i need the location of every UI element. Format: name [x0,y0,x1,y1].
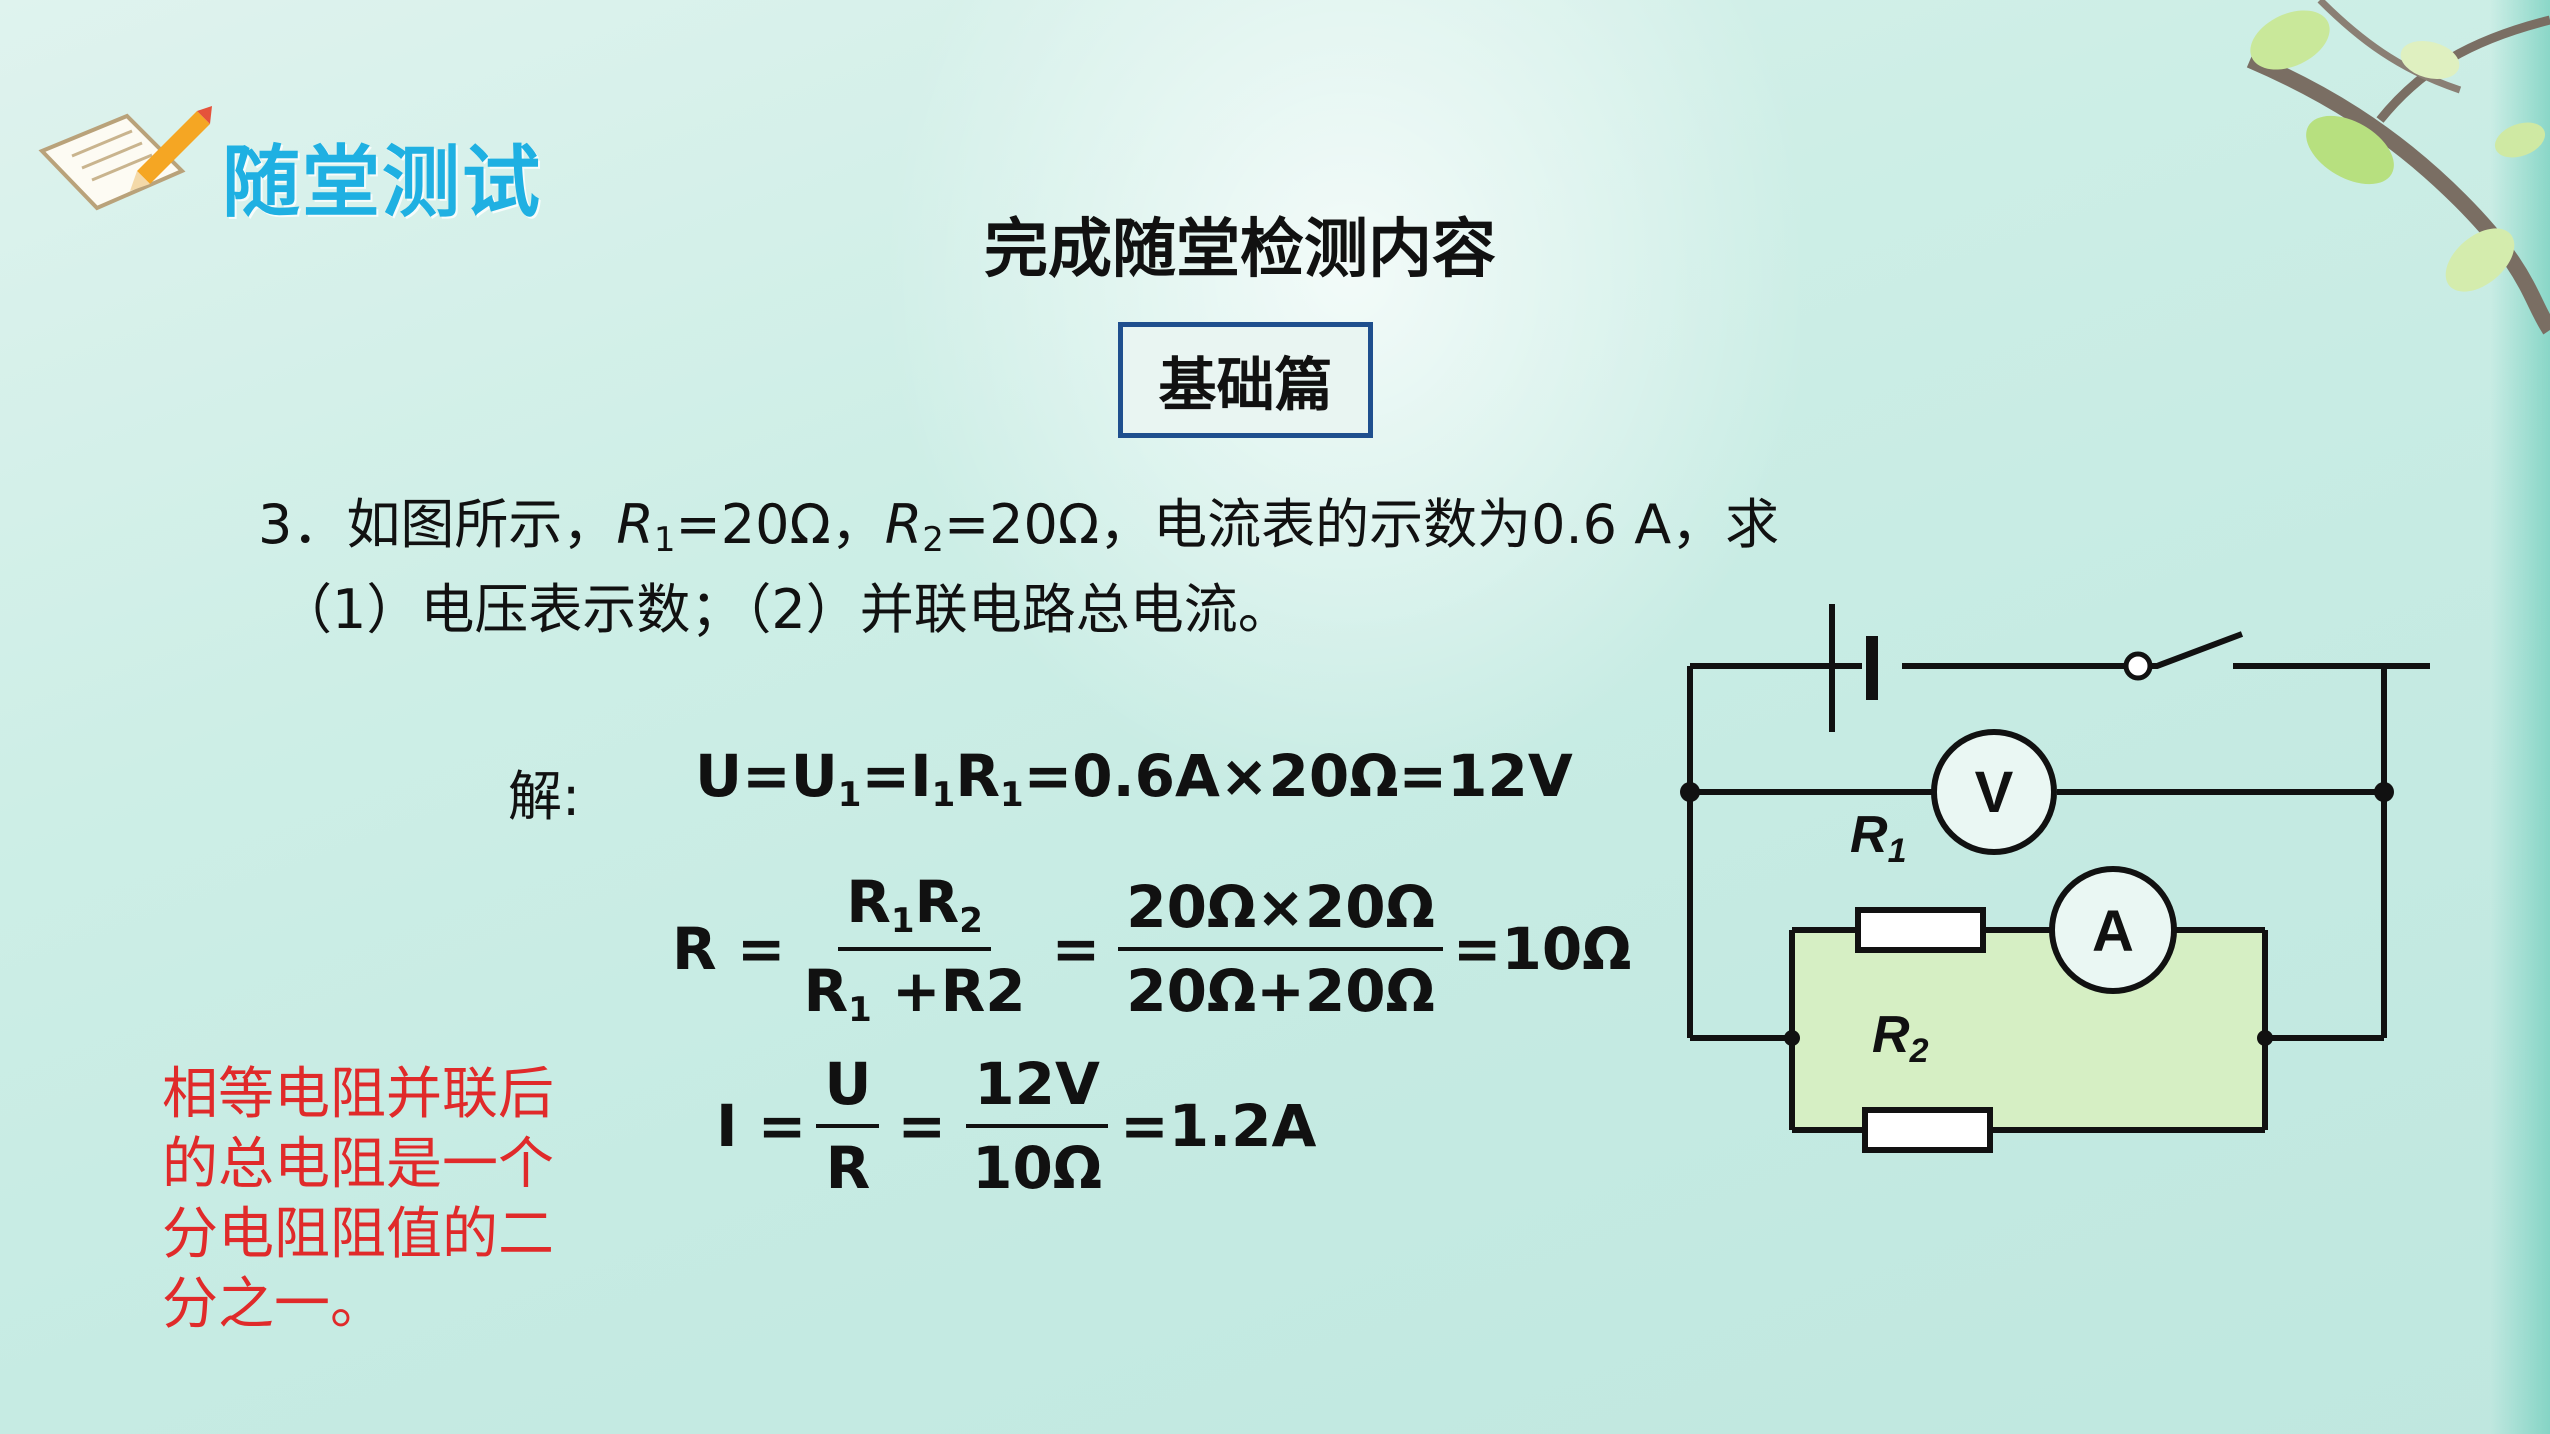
switch-pivot [2123,651,2153,681]
problem-line-2: （1）电压表示数；（2）并联电路总电流。 [278,578,1292,641]
voltmeter-label: V [1975,760,2014,825]
current-values-fraction: 12V 10Ω [964,1050,1110,1202]
circuit-outer-wire [1690,631,2430,669]
ammeter-circle [2049,866,2177,994]
current-result: =1.2A [1120,1092,1317,1160]
ammeter-label: A [2092,899,2134,964]
circuit-diagram: V A R1 R2 [1680,604,2430,1153]
level-badge: 基础篇 [1118,322,1373,438]
junction-dot-branch-right [2257,1030,2273,1046]
problem-statement: 3．如图所示，R1=20Ω，R2=20Ω，电流表的示数为0.6 A，求 （1）电… [258,490,1779,645]
junction-dot-branch-left [1784,1030,1800,1046]
solution-label: 解: [508,765,581,828]
voltmeter-circle [1931,729,2057,855]
voltage-equation: U=U1=I1R1=0.6A×20Ω=12V [695,742,1573,815]
current-lhs: I = [716,1092,807,1160]
branch-leaves-decoration [2246,0,2550,335]
resistor-r1 [1855,907,1986,953]
resistance-formula-fraction: R1R2 R1 +R2 [803,868,1026,1030]
problem-line-1: 3．如图所示，R1=20Ω，R2=20Ω，电流表的示数为0.6 A，求 [258,493,1780,560]
red-note: 相等电阻并联后的总电阻是一个分电阻阻值的二分之一。 [162,1062,554,1337]
background-glow [800,0,1800,900]
resistance-equation: R = R1R2 R1 +R2 = 20Ω×20Ω 20Ω+20Ω =10Ω [672,868,1632,1030]
current-formula-fraction: U R [816,1050,880,1202]
resistance-values-fraction: 20Ω×20Ω 20Ω+20Ω [1118,873,1443,1025]
r2-label: R2 [1872,1006,1929,1070]
resistor-r2 [1862,1107,1993,1153]
parallel-branch-fill [1792,930,2265,1130]
resistance-lhs: R = [672,915,786,983]
section-subtitle: 完成随堂检测内容 [984,213,1496,287]
resistance-result: =10Ω [1452,915,1632,983]
r1-label: R1 [1850,806,1906,870]
page-title: 随堂测试 [222,138,543,228]
current-equation: I = U R = 12V 10Ω =1.2A [716,1050,1317,1202]
junction-dot-right [2374,782,2394,802]
junction-dot-left [1680,782,1700,802]
notepad-pencil-icon [38,106,212,211]
